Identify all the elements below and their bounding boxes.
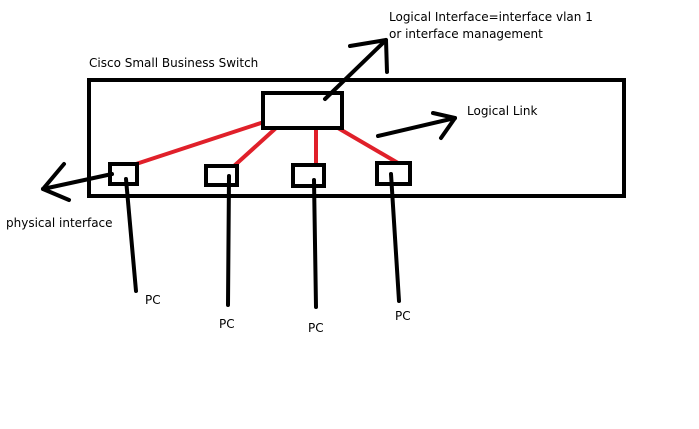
logical-interface-arrow xyxy=(323,38,389,101)
logical-interface-label-line2: or interface management xyxy=(389,27,543,41)
logical-interface-label-line1: Logical Interface=interface vlan 1 xyxy=(389,10,593,24)
port-3 xyxy=(291,163,326,188)
port-1 xyxy=(108,162,139,186)
physical-interface-label: physical interface xyxy=(6,216,113,230)
switch-chassis xyxy=(87,78,626,198)
physical-interface-arrow xyxy=(41,162,114,202)
pc-label-4: PC xyxy=(395,309,411,323)
logical-links xyxy=(134,120,400,168)
port-4 xyxy=(375,161,412,186)
logical-link-port-1 xyxy=(134,120,266,166)
pc-label-2: PC xyxy=(219,317,235,331)
logical-link-port-4 xyxy=(336,126,400,165)
port-2 xyxy=(204,164,239,187)
pc-label-3: PC xyxy=(308,321,324,335)
switch-title: Cisco Small Business Switch xyxy=(89,56,258,70)
logical-link-arrow xyxy=(376,111,457,140)
pc-cable-1 xyxy=(124,177,138,293)
logical-link-port-2 xyxy=(232,126,278,168)
pc-cable-4 xyxy=(389,172,401,303)
pc-cables xyxy=(124,172,401,309)
pc-label-1: PC xyxy=(145,293,161,307)
logical-interface-box xyxy=(261,91,344,130)
logical-link-label: Logical Link xyxy=(467,104,537,118)
pc-cable-2 xyxy=(226,174,231,307)
pc-cable-3 xyxy=(312,178,318,309)
